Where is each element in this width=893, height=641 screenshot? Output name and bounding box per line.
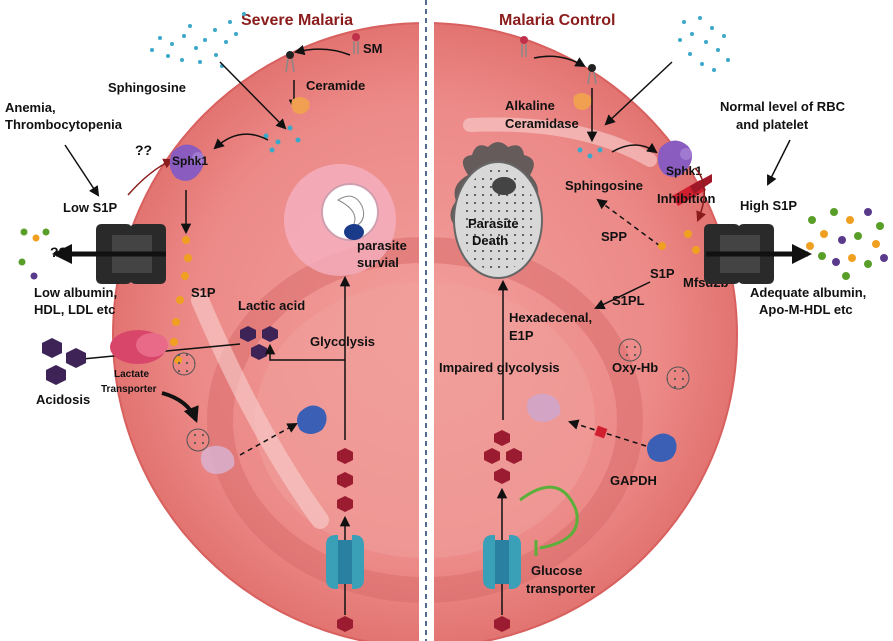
hemoglobin-granule-icon xyxy=(172,352,210,452)
lactate-transporter-label: Lactate Transporter xyxy=(101,369,157,395)
severe-malaria-panel: Severe Malaria SM Sphingosine Ceramide xyxy=(5,12,411,632)
question-left-label: ?? xyxy=(50,244,67,260)
lactic-acid-label: Lactic acid xyxy=(238,298,305,313)
acidosis-label: Acidosis xyxy=(36,392,90,407)
anemia-arrow xyxy=(64,144,100,197)
s1pl-label: S1PL xyxy=(612,293,645,308)
black-curved-arrow xyxy=(161,391,199,423)
oxy-hb-label: Oxy-Hb xyxy=(612,360,658,375)
anemia-label: Anemia, Thrombocytopenia xyxy=(5,100,123,132)
sm-label: SM xyxy=(363,41,383,56)
sphingosine-dots-icon xyxy=(150,12,246,68)
parasite-death-icon xyxy=(450,142,543,279)
question-top-label: ?? xyxy=(135,142,152,158)
inhibition-label: Inhibition xyxy=(657,191,716,206)
gapdh-dashed-arrow xyxy=(239,422,298,456)
sphingosine-right-label: Sphingosine xyxy=(565,178,643,193)
lactate-transporter-icon xyxy=(110,330,168,364)
gapdh-right-icon xyxy=(526,393,677,462)
ceramidase-enzyme-icon xyxy=(291,97,310,114)
gapdh-left-icon xyxy=(200,405,327,474)
glycolysis-lactate-arrow xyxy=(264,343,345,361)
plasma-carrier-dots-icon xyxy=(18,228,50,280)
parasite-survival-icon xyxy=(284,164,396,276)
sphingosine-label: Sphingosine xyxy=(108,80,186,95)
impaired-glycolysis-label: Impaired glycolysis xyxy=(439,360,560,375)
high-s1p-label: High S1P xyxy=(740,198,797,213)
low-albumin-label: Low albumin, HDL, LDL etc xyxy=(34,285,121,317)
alkaline-ceramidase-icon xyxy=(573,93,592,110)
s1pl-arrow xyxy=(594,281,651,310)
ceramide-lipid-icon xyxy=(285,51,295,73)
severe-malaria-title: Severe Malaria xyxy=(241,12,353,29)
gapdh-label: GAPDH xyxy=(610,473,657,488)
ceramide-label: Ceramide xyxy=(306,78,365,93)
glucose-hexagons-right-icon xyxy=(484,430,522,632)
glucose-inhibition-curve xyxy=(519,485,579,550)
s1p-right-label: S1P xyxy=(650,266,675,281)
gapdh-right-dashed-arrow xyxy=(567,419,647,447)
oxy-hb-granule-icon xyxy=(618,338,690,390)
spp-dashed-arrow xyxy=(596,198,661,247)
sm-to-ceramide-arrow xyxy=(293,44,351,56)
glucose-transporter-right-icon xyxy=(483,535,521,589)
glucose-hexagons-left-icon xyxy=(337,448,353,632)
sphingomyelin-icon xyxy=(352,33,360,54)
panel-divider xyxy=(419,0,434,641)
carrier-right-dots-icon xyxy=(806,208,888,280)
right-dots-arrow xyxy=(604,61,673,126)
low-s1p-sphk1-arrow xyxy=(127,158,174,196)
malaria-control-panel: Malaria Control Alkaline Ceramidase Norm… xyxy=(439,12,888,632)
sphingosine-arrow xyxy=(219,61,287,130)
inhibition-bar-icon xyxy=(672,174,712,206)
lactic-acid-hexagons-icon xyxy=(240,326,278,360)
parasite-death-label: Parasite Death xyxy=(468,216,522,248)
low-s1p-label: Low S1P xyxy=(63,200,118,215)
s1p-right-dots-icon xyxy=(658,230,700,254)
glucose-transporter-label: Glucose transporter xyxy=(526,563,595,596)
sphk1-right-label: Sphk1 xyxy=(666,164,702,178)
glucose-transporter-left-icon xyxy=(326,535,364,589)
acidosis-hexagons-icon xyxy=(42,338,86,385)
normal-rbc-label: Normal level of RBC and platelet xyxy=(720,99,849,132)
s1p-label: S1P xyxy=(191,285,216,300)
sphk1-label: Sphk1 xyxy=(172,154,208,168)
alkaline-ceramidase-label: Alkaline Ceramidase xyxy=(505,98,579,131)
malaria-control-title: Malaria Control xyxy=(499,12,615,29)
sphingosine-right-dots-icon xyxy=(577,147,603,159)
sphk1-enzyme-icon xyxy=(169,144,204,181)
adequate-albumin-label: Adequate albumin, Apo-M-HDL etc xyxy=(750,285,870,317)
hexadecenal-label: Hexadecenal, E1P xyxy=(509,310,596,343)
sphingosine-small-dots-icon xyxy=(263,125,301,153)
parasite-survival-label: parasite survial xyxy=(357,238,411,270)
spp-label: SPP xyxy=(601,229,627,244)
sphk1-right-icon xyxy=(657,140,692,177)
glycolysis-label: Glycolysis xyxy=(310,334,375,349)
normal-rbc-arrow xyxy=(767,139,791,186)
right-dots-icon xyxy=(678,16,730,72)
to-sphk1-arrow xyxy=(213,133,269,150)
sm-right-icon xyxy=(520,36,597,85)
sphk1-s1p-right-arrow xyxy=(694,167,707,222)
sm-right-arrow xyxy=(533,55,586,68)
to-sphk1-right-arrow xyxy=(611,142,658,154)
gapdh-block-icon xyxy=(594,425,608,439)
